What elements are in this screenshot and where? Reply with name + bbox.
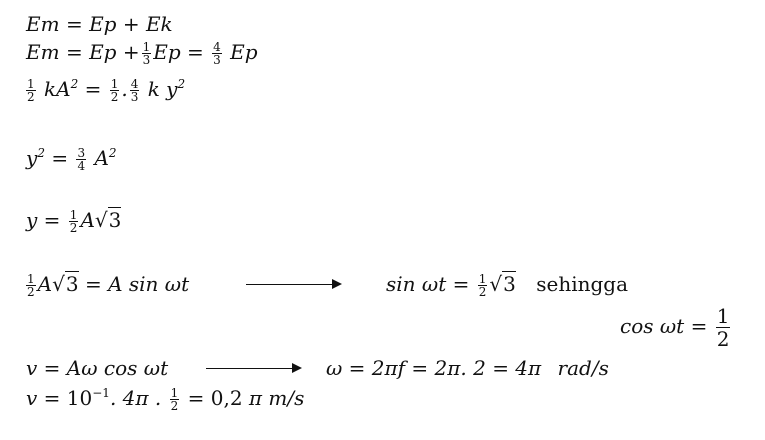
connector-word: sehingga [536, 272, 629, 296]
unit: rad/s [557, 356, 609, 380]
right-arrow-icon [206, 363, 302, 373]
numerator: 3 [76, 146, 87, 160]
denominator: 2 [69, 221, 78, 235]
equals: = [187, 40, 204, 64]
square-root: √3 [52, 271, 79, 296]
exponent: 2 [177, 77, 186, 91]
equals: = [452, 272, 470, 296]
term: A sin ωt [108, 272, 190, 296]
term: Ep + Ek [89, 12, 173, 36]
term: kA [44, 77, 71, 101]
exponent: 2 [37, 146, 45, 160]
term: Em [26, 40, 60, 64]
exponent: 2 [70, 77, 79, 91]
right-arrow-icon [246, 279, 342, 289]
square-root: √3 [94, 207, 122, 232]
equation-angular-frequency: ω = 2πf = 2π. 2 = 4π rad/s [326, 356, 609, 380]
denominator: 2 [27, 285, 35, 299]
term: Aω cos ωt [66, 356, 169, 380]
term: A [80, 208, 95, 232]
equals: = [43, 356, 61, 380]
denominator: 2 [27, 90, 35, 104]
term: v [26, 356, 38, 380]
exponent: −1 [92, 386, 110, 400]
term: v [26, 386, 38, 410]
term: cos ωt [620, 314, 685, 338]
term: Ep + [89, 40, 140, 64]
numerator: 4 [129, 77, 140, 91]
term: π m/s [248, 386, 305, 410]
exponent: 2 [108, 146, 117, 160]
numerator: 1 [109, 77, 120, 91]
term: y [26, 146, 38, 170]
equals: = [43, 386, 61, 410]
numerator: 1 [141, 40, 152, 54]
equals: = [84, 272, 102, 296]
square-root: √3 [489, 271, 516, 296]
equation-velocity: v = Aω cos ωt [26, 356, 168, 380]
dot: . [121, 77, 128, 101]
denominator: 2 [716, 327, 730, 351]
term: = 0,2 [187, 386, 243, 410]
term: A [37, 272, 53, 296]
numerator: 1 [169, 386, 180, 400]
denominator: 3 [213, 53, 221, 67]
equals: = [65, 12, 83, 36]
equals: = [84, 77, 102, 101]
numerator: 1 [715, 304, 731, 328]
denominator: 3 [142, 53, 151, 67]
numerator: 1 [68, 208, 79, 222]
term: k y [147, 77, 178, 101]
term: Ep [153, 40, 181, 64]
radicand: 3 [107, 207, 122, 232]
denominator: 2 [478, 285, 487, 299]
term: ω = 2πf = 2π. 2 = 4π [326, 356, 542, 380]
term: 10 [66, 386, 93, 410]
term: sin ωt [386, 272, 447, 296]
numerator: 1 [26, 77, 36, 91]
equals: = [51, 146, 69, 170]
denominator: 2 [170, 399, 179, 413]
equals: = [65, 40, 83, 64]
radicand: 3 [64, 271, 79, 296]
term: Em [26, 12, 60, 36]
term: . 4π . [109, 386, 162, 410]
denominator: 4 [77, 159, 86, 173]
numerator: 4 [212, 40, 222, 54]
numerator: 1 [477, 272, 488, 286]
denominator: 2 [110, 90, 119, 104]
term: y [26, 208, 38, 232]
denominator: 3 [130, 90, 139, 104]
equation-energy-total: Em = Ep + Ek [26, 12, 173, 36]
numerator: 1 [26, 272, 36, 286]
equals: = [690, 314, 708, 338]
term: Ep [230, 40, 258, 64]
equals: = [43, 208, 61, 232]
radicand: 3 [502, 271, 516, 296]
term: A [94, 146, 109, 170]
